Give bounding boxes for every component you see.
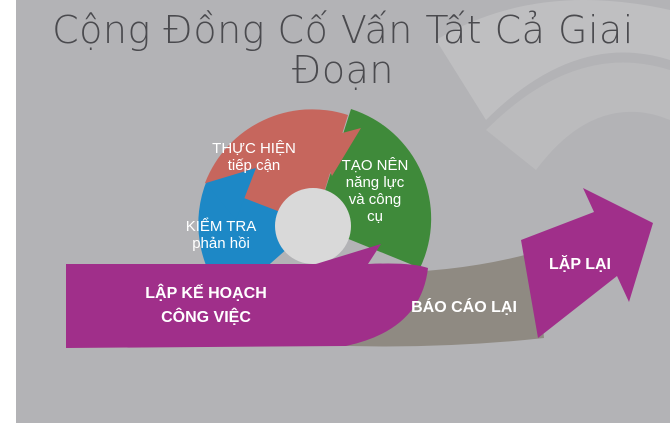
decorative-leaf	[486, 62, 670, 170]
build-line1: TẠO NÊN	[341, 157, 409, 174]
build-line2: năng lực	[345, 174, 405, 191]
segment-arrow-tip	[206, 168, 256, 220]
diagram-graphic	[66, 0, 670, 348]
check-line1: KIỂM TRA	[185, 218, 257, 235]
plan-label: LẬP KẾ HOẠCH CÔNG VIỆC	[111, 282, 301, 330]
build-line3: và công	[348, 191, 402, 208]
repeat-label: LẶP LẠI	[549, 256, 611, 273]
build-line4: cụ	[367, 208, 383, 225]
implement-label: THỰC HIỆN tiếp cận	[199, 140, 309, 174]
implement-line1: THỰC HIỆN	[212, 140, 296, 157]
decorative-leaf	[436, 0, 670, 120]
repeat-arrow	[521, 188, 653, 338]
build-label: TẠO NÊN năng lực và công cụ	[330, 157, 420, 225]
plan-arrow	[66, 244, 428, 348]
plan-line2: CÔNG VIỆC	[161, 309, 251, 326]
implement-line2: tiếp cận	[227, 157, 281, 174]
check-line2: phản hồi	[192, 235, 250, 252]
slide: Cộng Đồng Cố Vấn Tất Cả Giai Đoạn THỰC H…	[16, 0, 670, 423]
center-hub	[275, 188, 351, 264]
report-label: BÁO CÁO LẠI	[411, 299, 517, 316]
plan-line1: LẬP KẾ HOẠCH	[145, 285, 267, 302]
segment-arrow-tip	[316, 128, 361, 176]
check-label: KIỂM TRA phản hồi	[181, 218, 261, 252]
slide-title: Cộng Đồng Cố Vấn Tất Cả Giai Đoạn	[52, 8, 634, 92]
